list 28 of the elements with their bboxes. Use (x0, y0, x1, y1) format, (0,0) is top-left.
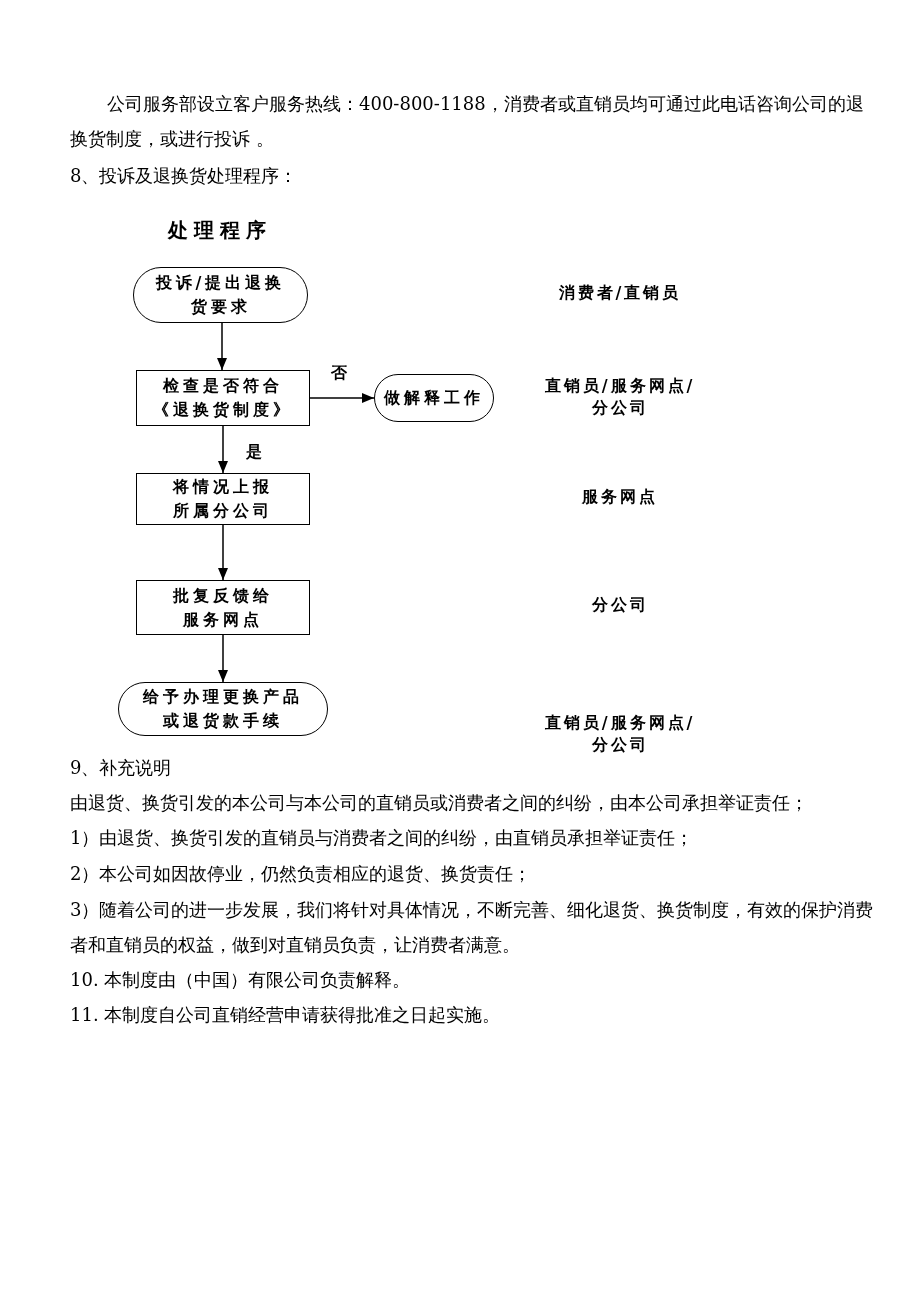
role-label: 服务网点 (581, 486, 659, 508)
arrow (218, 634, 228, 683)
section-heading: 8、投诉及退换货处理程序： (70, 164, 299, 188)
rounded-box: 给予办理更换产品或退货款手续 (118, 682, 328, 736)
rounded-box: 投诉/提出退换货要求 (133, 267, 308, 323)
arrow (217, 322, 227, 371)
flowchart-title: 处理程序 (168, 217, 272, 244)
section-heading: 9、补充说明 (70, 757, 173, 779)
arrow (218, 524, 228, 581)
arrow (218, 425, 228, 474)
edge-label: 否 (329, 363, 349, 383)
role-label: 分公司 (590, 594, 650, 616)
paragraph: 由退货、换货引发的本公司与本公司的直销员或消费者之间的纠纷，由本公司承担举证责任； (70, 791, 809, 815)
process-box: 检查是否符合《退换货制度》 (136, 370, 310, 426)
list-item: 11. 本制度自公司直销经营申请获得批准之日起实施。 (70, 1003, 502, 1027)
role-label: 直销员/服务网点/分公司 (543, 375, 697, 419)
list-item: 10. 本制度由（中国）有限公司负责解释。 (70, 968, 412, 992)
paragraph: 公司服务部设立客户服务热线：400-800-1188，消费者或直销员均可通过此电话咨询公司的退换货制度，或进行投诉 。 (70, 92, 865, 151)
list-item: 1）由退货、换货引发的直销员与消费者之间的纠纷，由直销员承担举证责任； (70, 826, 695, 850)
rounded-box: 做解释工作 (374, 374, 494, 422)
arrow (309, 393, 375, 403)
list-item: 3）随着公司的进一步发展，我们将针对具体情况，不断完善、细化退货、换货制度，有效的保护消费者和直销员的权益，做到对直销员负责，让消费者满意。 (70, 898, 875, 957)
role-label: 消费者/直销员 (557, 282, 683, 304)
edge-label: 是 (244, 442, 264, 462)
role-label: 直销员/服务网点/分公司 (543, 712, 697, 756)
process-box: 批复反馈给服务网点 (136, 580, 310, 635)
list-item: 2）本公司如因故停业，仍然负责相应的退货、换货责任； (70, 862, 533, 886)
process-box: 将情况上报所属分公司 (136, 473, 310, 525)
